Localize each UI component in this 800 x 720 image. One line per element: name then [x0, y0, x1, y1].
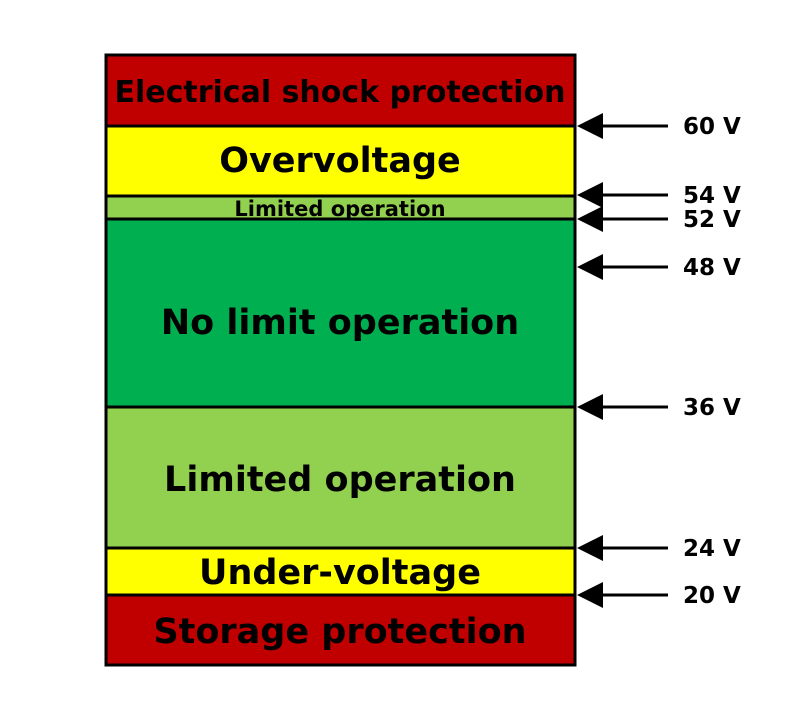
diagram-frame	[104, 53, 577, 667]
arrow-48v-icon	[577, 254, 668, 280]
level-label-48v: 48 V	[683, 255, 741, 281]
band-limited-operation-upper	[106, 196, 575, 219]
arrow-20v-icon	[577, 582, 668, 608]
band-labels: Electrical shock protection Overvoltage …	[114, 75, 565, 652]
arrow-52v-icon	[577, 206, 668, 232]
band-under-voltage	[106, 548, 575, 595]
label-under-voltage: Under-voltage	[199, 553, 481, 593]
arrow-54v-icon	[577, 182, 668, 208]
band-overvoltage	[106, 126, 575, 196]
band-dividers	[106, 124, 575, 597]
level-label-24v: 24 V	[683, 536, 741, 562]
label-limited-operation-upper: Limited operation	[234, 197, 445, 221]
label-overvoltage: Overvoltage	[219, 141, 461, 181]
band-limited-operation-lower	[106, 407, 575, 548]
band-electrical-shock-protection	[106, 55, 575, 126]
level-label-36v: 36 V	[683, 395, 741, 421]
level-label-60v: 60 V	[683, 114, 741, 140]
level-label-52v: 52 V	[683, 207, 741, 233]
level-labels: 60 V 54 V 52 V 48 V 36 V 24 V 20 V	[683, 114, 741, 609]
voltage-bands	[106, 55, 575, 665]
label-limited-operation-lower: Limited operation	[164, 460, 516, 500]
band-no-limit-operation	[106, 219, 575, 407]
arrow-60v-icon	[577, 113, 668, 139]
arrow-36v-icon	[577, 394, 668, 420]
band-storage-protection	[106, 595, 575, 665]
level-arrows	[577, 113, 668, 608]
label-electrical-shock-protection: Electrical shock protection	[114, 75, 565, 110]
level-label-54v: 54 V	[683, 183, 741, 209]
level-label-20v: 20 V	[683, 583, 741, 609]
label-storage-protection: Storage protection	[153, 612, 526, 652]
arrow-24v-icon	[577, 535, 668, 561]
label-no-limit-operation: No limit operation	[161, 303, 519, 343]
